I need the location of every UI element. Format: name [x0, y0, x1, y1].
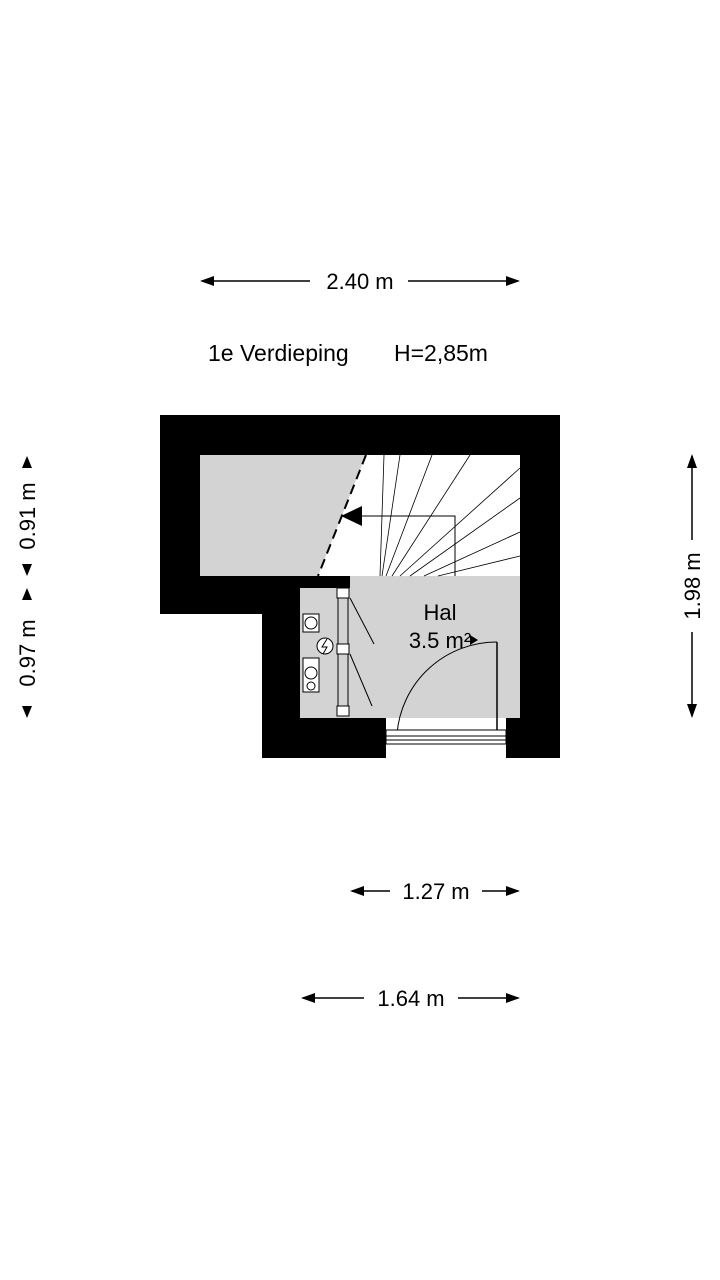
- meter-lower-icon: [302, 657, 320, 693]
- stair-direction-arrow-icon: [341, 506, 362, 526]
- door-swing-icon: [396, 635, 498, 735]
- room-area: 3.5 m²: [409, 628, 471, 653]
- room-name: Hal: [423, 600, 456, 625]
- dimension-bottom-inner: 1.27 m: [350, 879, 520, 904]
- staircase: [317, 454, 521, 577]
- meter-upper-icon: [302, 613, 320, 633]
- window-icon: [385, 729, 507, 745]
- dimension-bottom-outer: 1.64 m: [301, 986, 520, 1011]
- dimension-right-height-label: 1.98 m: [680, 552, 705, 619]
- dimension-left-lower-label: 0.97 m: [15, 619, 40, 686]
- dimension-bottom-inner-label: 1.27 m: [402, 879, 469, 904]
- walls: [160, 415, 560, 758]
- meter-cupboard: [302, 587, 375, 717]
- dimension-top-width: 2.40 m: [200, 269, 520, 294]
- hal-floor: [350, 576, 520, 718]
- dimension-left-upper: 0.91 m: [15, 456, 40, 576]
- dimension-bottom-outer-label: 1.64 m: [377, 986, 444, 1011]
- dimension-left-lower: 0.97 m: [15, 588, 40, 718]
- landing-floor: [200, 455, 366, 576]
- floor-title: 1e Verdieping: [208, 340, 349, 366]
- dimension-right-height: 1.98 m: [680, 454, 705, 718]
- dimension-left-upper-label: 0.91 m: [15, 482, 40, 549]
- floor-height-label: H=2,85m: [394, 340, 488, 366]
- dimension-top-width-label: 2.40 m: [326, 269, 393, 294]
- floor-area: [200, 455, 520, 718]
- electric-meter-icon: [316, 637, 334, 655]
